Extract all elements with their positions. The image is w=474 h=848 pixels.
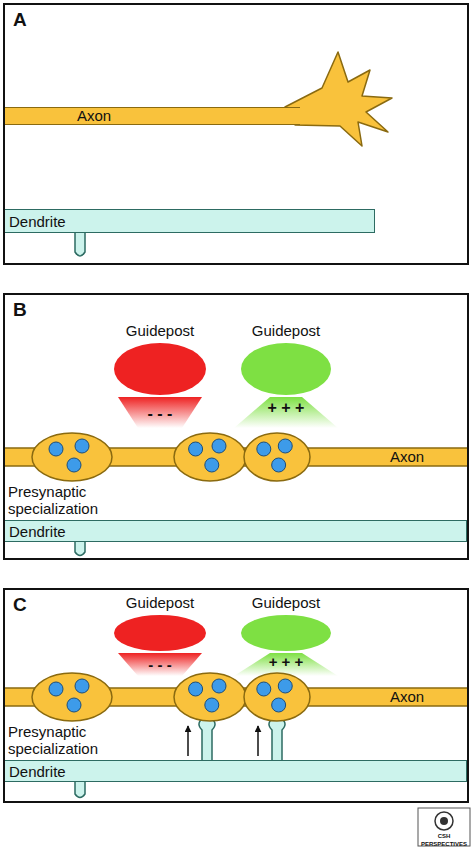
synaptic-vesicle	[75, 679, 89, 693]
synaptic-vesicle	[67, 458, 81, 472]
synaptic-vesicle	[278, 679, 292, 693]
dendritic-spine	[75, 232, 85, 256]
guidepost-shape	[240, 614, 332, 652]
synaptic-vesicle	[205, 698, 219, 712]
panel-letter: B	[13, 299, 27, 321]
synaptic-vesicle	[272, 698, 286, 712]
synaptic-vesicle	[212, 439, 226, 453]
structure-label: Presynaptic specialization	[8, 723, 148, 757]
repulsive-gradient	[118, 653, 202, 676]
synaptic-vesicle	[75, 439, 89, 453]
guidepost-ellipse	[241, 615, 331, 651]
synaptic-vesicle	[49, 442, 63, 456]
dendrite-process: Dendrite	[5, 760, 467, 782]
logo-text: CSH PERSPECTIVES	[419, 832, 469, 848]
synaptic-vesicle	[189, 442, 203, 456]
dendritic-spine	[75, 541, 85, 556]
attractive-gradient	[234, 653, 338, 676]
guidepost-cue: Guidepost	[113, 594, 207, 652]
structure-label: Presynaptic specialization	[8, 483, 148, 517]
varicosity	[244, 673, 310, 721]
synaptic-vesicle	[49, 682, 63, 696]
synaptic-vesicle	[67, 698, 81, 712]
axon-label: Axon	[390, 449, 424, 465]
guidepost-shape	[113, 342, 207, 396]
axon-label: Axon	[77, 108, 111, 123]
synaptic-vesicle	[278, 439, 292, 453]
panel-frame: CGuidepostGuidepostAxonDendrite	[3, 588, 469, 803]
guidepost-ellipse	[114, 615, 206, 651]
axon-process: Axon	[5, 672, 467, 722]
axon-process: Axon	[5, 432, 467, 482]
varicosity	[174, 433, 246, 481]
cue-sign: - - -	[125, 656, 195, 673]
synaptic-vesicle	[205, 458, 219, 472]
growth-cone	[285, 52, 392, 146]
dendritic-spine	[269, 716, 285, 762]
guidepost-ellipse	[114, 343, 206, 395]
synaptic-vesicle	[257, 682, 271, 696]
guidepost-label: Guidepost	[103, 594, 217, 611]
growth-arrow	[187, 726, 189, 756]
guidepost-cue: Guidepost	[240, 594, 332, 652]
varicosity	[32, 673, 112, 721]
cue-sign: + + +	[250, 653, 322, 670]
guidepost-cue: Guidepost	[240, 322, 332, 396]
guidepost-label: Guidepost	[103, 322, 217, 339]
synaptic-vesicle	[189, 682, 203, 696]
cue-sign: + + +	[250, 399, 322, 417]
varicosity	[244, 433, 310, 481]
dendrite-label: Dendrite	[9, 761, 66, 781]
dendritic-spine	[199, 716, 215, 762]
axon-label: Axon	[390, 689, 424, 705]
varicosity	[32, 433, 112, 481]
synaptic-vesicle	[212, 679, 226, 693]
synaptic-vesicle	[257, 442, 271, 456]
attractive-gradient	[234, 397, 338, 428]
cue-sign: - - -	[125, 405, 195, 423]
logo-emblem	[435, 812, 453, 830]
varicosity	[174, 673, 246, 721]
dendrite-process: Dendrite	[5, 209, 375, 233]
repulsive-gradient	[118, 397, 202, 428]
guidepost-label: Guidepost	[230, 322, 342, 339]
guidepost-ellipse	[241, 343, 331, 395]
guidepost-shape	[240, 342, 332, 396]
dendrite-process: Dendrite	[5, 520, 467, 542]
dendrite-label: Dendrite	[9, 210, 66, 232]
logo-emblem	[440, 817, 448, 825]
panel-frame: A AxonDendrite	[3, 3, 469, 265]
synaptic-vesicle	[272, 458, 286, 472]
panel-letter: A	[13, 9, 27, 31]
dendrite-label: Dendrite	[9, 521, 66, 541]
logo-frame	[418, 808, 470, 846]
axon-process: Axon	[5, 107, 300, 125]
dendritic-spine	[75, 781, 85, 798]
guidepost-cue: Guidepost	[113, 322, 207, 396]
growth-arrow	[257, 726, 259, 756]
guidepost-label: Guidepost	[230, 594, 342, 611]
panel-letter: C	[13, 594, 27, 616]
guidepost-shape	[113, 614, 207, 652]
